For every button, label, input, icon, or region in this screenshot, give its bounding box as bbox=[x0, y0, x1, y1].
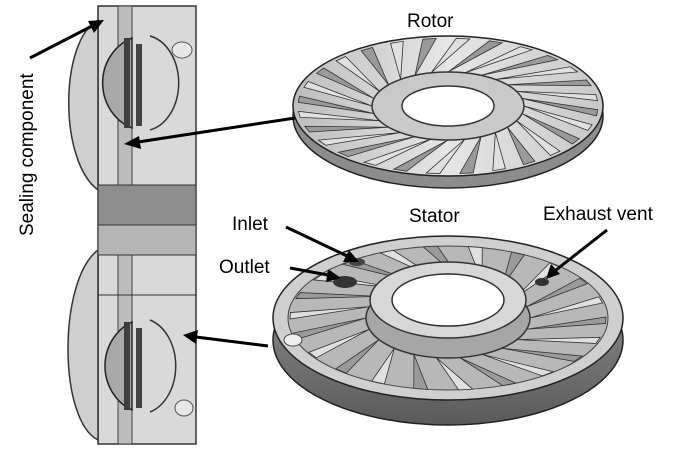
stator-blade bbox=[516, 336, 602, 344]
rotor-blade bbox=[495, 66, 579, 80]
rotor-bore bbox=[401, 85, 495, 127]
stator-view bbox=[272, 235, 624, 426]
lower-shell bbox=[67, 248, 99, 442]
rotor-blade bbox=[337, 136, 416, 158]
upper-blade-slot-2 bbox=[136, 44, 142, 126]
rotor-blade bbox=[304, 125, 389, 133]
rotor-blade bbox=[362, 138, 432, 166]
label-rotor: Rotor bbox=[407, 11, 454, 32]
arrow-outlet-line bbox=[289, 266, 329, 277]
stator-blade bbox=[459, 357, 518, 387]
arrow-stator-head bbox=[183, 330, 198, 344]
arrow-rotor-head bbox=[124, 136, 141, 149]
upper-blade-slot bbox=[124, 38, 130, 128]
rotor-blade bbox=[297, 110, 380, 122]
rotor-blade bbox=[392, 139, 449, 172]
arrow-rotor-line bbox=[137, 116, 296, 144]
rotor-blade bbox=[315, 67, 375, 99]
rotor-blade bbox=[516, 90, 599, 102]
rotor-blade bbox=[507, 126, 536, 166]
rotor-blade bbox=[516, 120, 561, 156]
lower-blade-slot bbox=[124, 322, 130, 410]
stator-blade bbox=[526, 277, 588, 308]
rotor-blade bbox=[464, 46, 534, 74]
stator-blade bbox=[529, 296, 604, 319]
exhaust-vent-port bbox=[535, 278, 549, 286]
lower-blade-slot-2 bbox=[136, 328, 142, 408]
arrow-sealing-line bbox=[29, 24, 93, 60]
rotor-blade bbox=[414, 37, 437, 76]
rotor-blade bbox=[335, 56, 380, 92]
arrow-outlet-head bbox=[326, 269, 341, 282]
stator-blade bbox=[308, 328, 370, 359]
shaft-band-light bbox=[97, 224, 197, 256]
rotor-blade bbox=[303, 81, 373, 107]
arrow-sealing-head bbox=[88, 20, 104, 33]
rotor-blade bbox=[507, 79, 592, 87]
outlet-port bbox=[333, 276, 357, 288]
arrow-inlet-head bbox=[343, 250, 359, 262]
rotor-blade bbox=[521, 113, 581, 145]
rotor-blade bbox=[480, 54, 559, 76]
stator-blade bbox=[334, 339, 380, 374]
rotor-blade bbox=[317, 132, 401, 146]
stator-side-port bbox=[283, 333, 303, 347]
stator-blade bbox=[371, 348, 395, 385]
upper-arc bbox=[149, 35, 180, 131]
stator-blade bbox=[526, 316, 607, 330]
label-outlet: Outlet bbox=[219, 257, 270, 278]
stator-blade bbox=[436, 357, 474, 391]
shaft-band-dark bbox=[97, 184, 197, 226]
label-inlet: Inlet bbox=[232, 214, 268, 235]
upper-shell bbox=[68, 18, 99, 192]
lower-port bbox=[174, 399, 194, 417]
rotor-blade bbox=[522, 98, 599, 117]
arrow-inlet-line bbox=[285, 225, 348, 258]
stator-bore bbox=[391, 273, 505, 327]
stator-blade bbox=[501, 347, 584, 362]
lower-arc bbox=[149, 319, 177, 413]
rotor-blade bbox=[492, 132, 506, 172]
rotor-blade bbox=[360, 46, 389, 86]
rotor-blades bbox=[297, 37, 599, 175]
stator-blade bbox=[413, 354, 429, 390]
arrow-exhaust-head bbox=[546, 264, 560, 279]
rotor-view bbox=[292, 35, 604, 189]
arrow-exhaust-line bbox=[555, 228, 608, 272]
rotor-blade bbox=[459, 136, 482, 175]
rotor-blade bbox=[523, 105, 593, 131]
label-exhaust-vent: Exhaust vent bbox=[543, 204, 653, 225]
rotor-blade bbox=[297, 95, 374, 114]
rotor-blade bbox=[430, 37, 471, 74]
stator-blade bbox=[294, 292, 380, 300]
upper-port bbox=[171, 41, 193, 59]
rotor-blade bbox=[425, 138, 466, 175]
stator-blade bbox=[289, 306, 370, 320]
label-stator: Stator bbox=[409, 206, 460, 227]
cross-section-view bbox=[67, 5, 197, 445]
leader-arrows bbox=[29, 20, 608, 348]
rotor-blade bbox=[390, 40, 404, 80]
rotor-blade bbox=[447, 40, 504, 73]
label-sealing-component: Sealing component bbox=[17, 73, 38, 236]
stator-blade bbox=[481, 354, 555, 377]
arrow-stator-line bbox=[195, 335, 269, 348]
